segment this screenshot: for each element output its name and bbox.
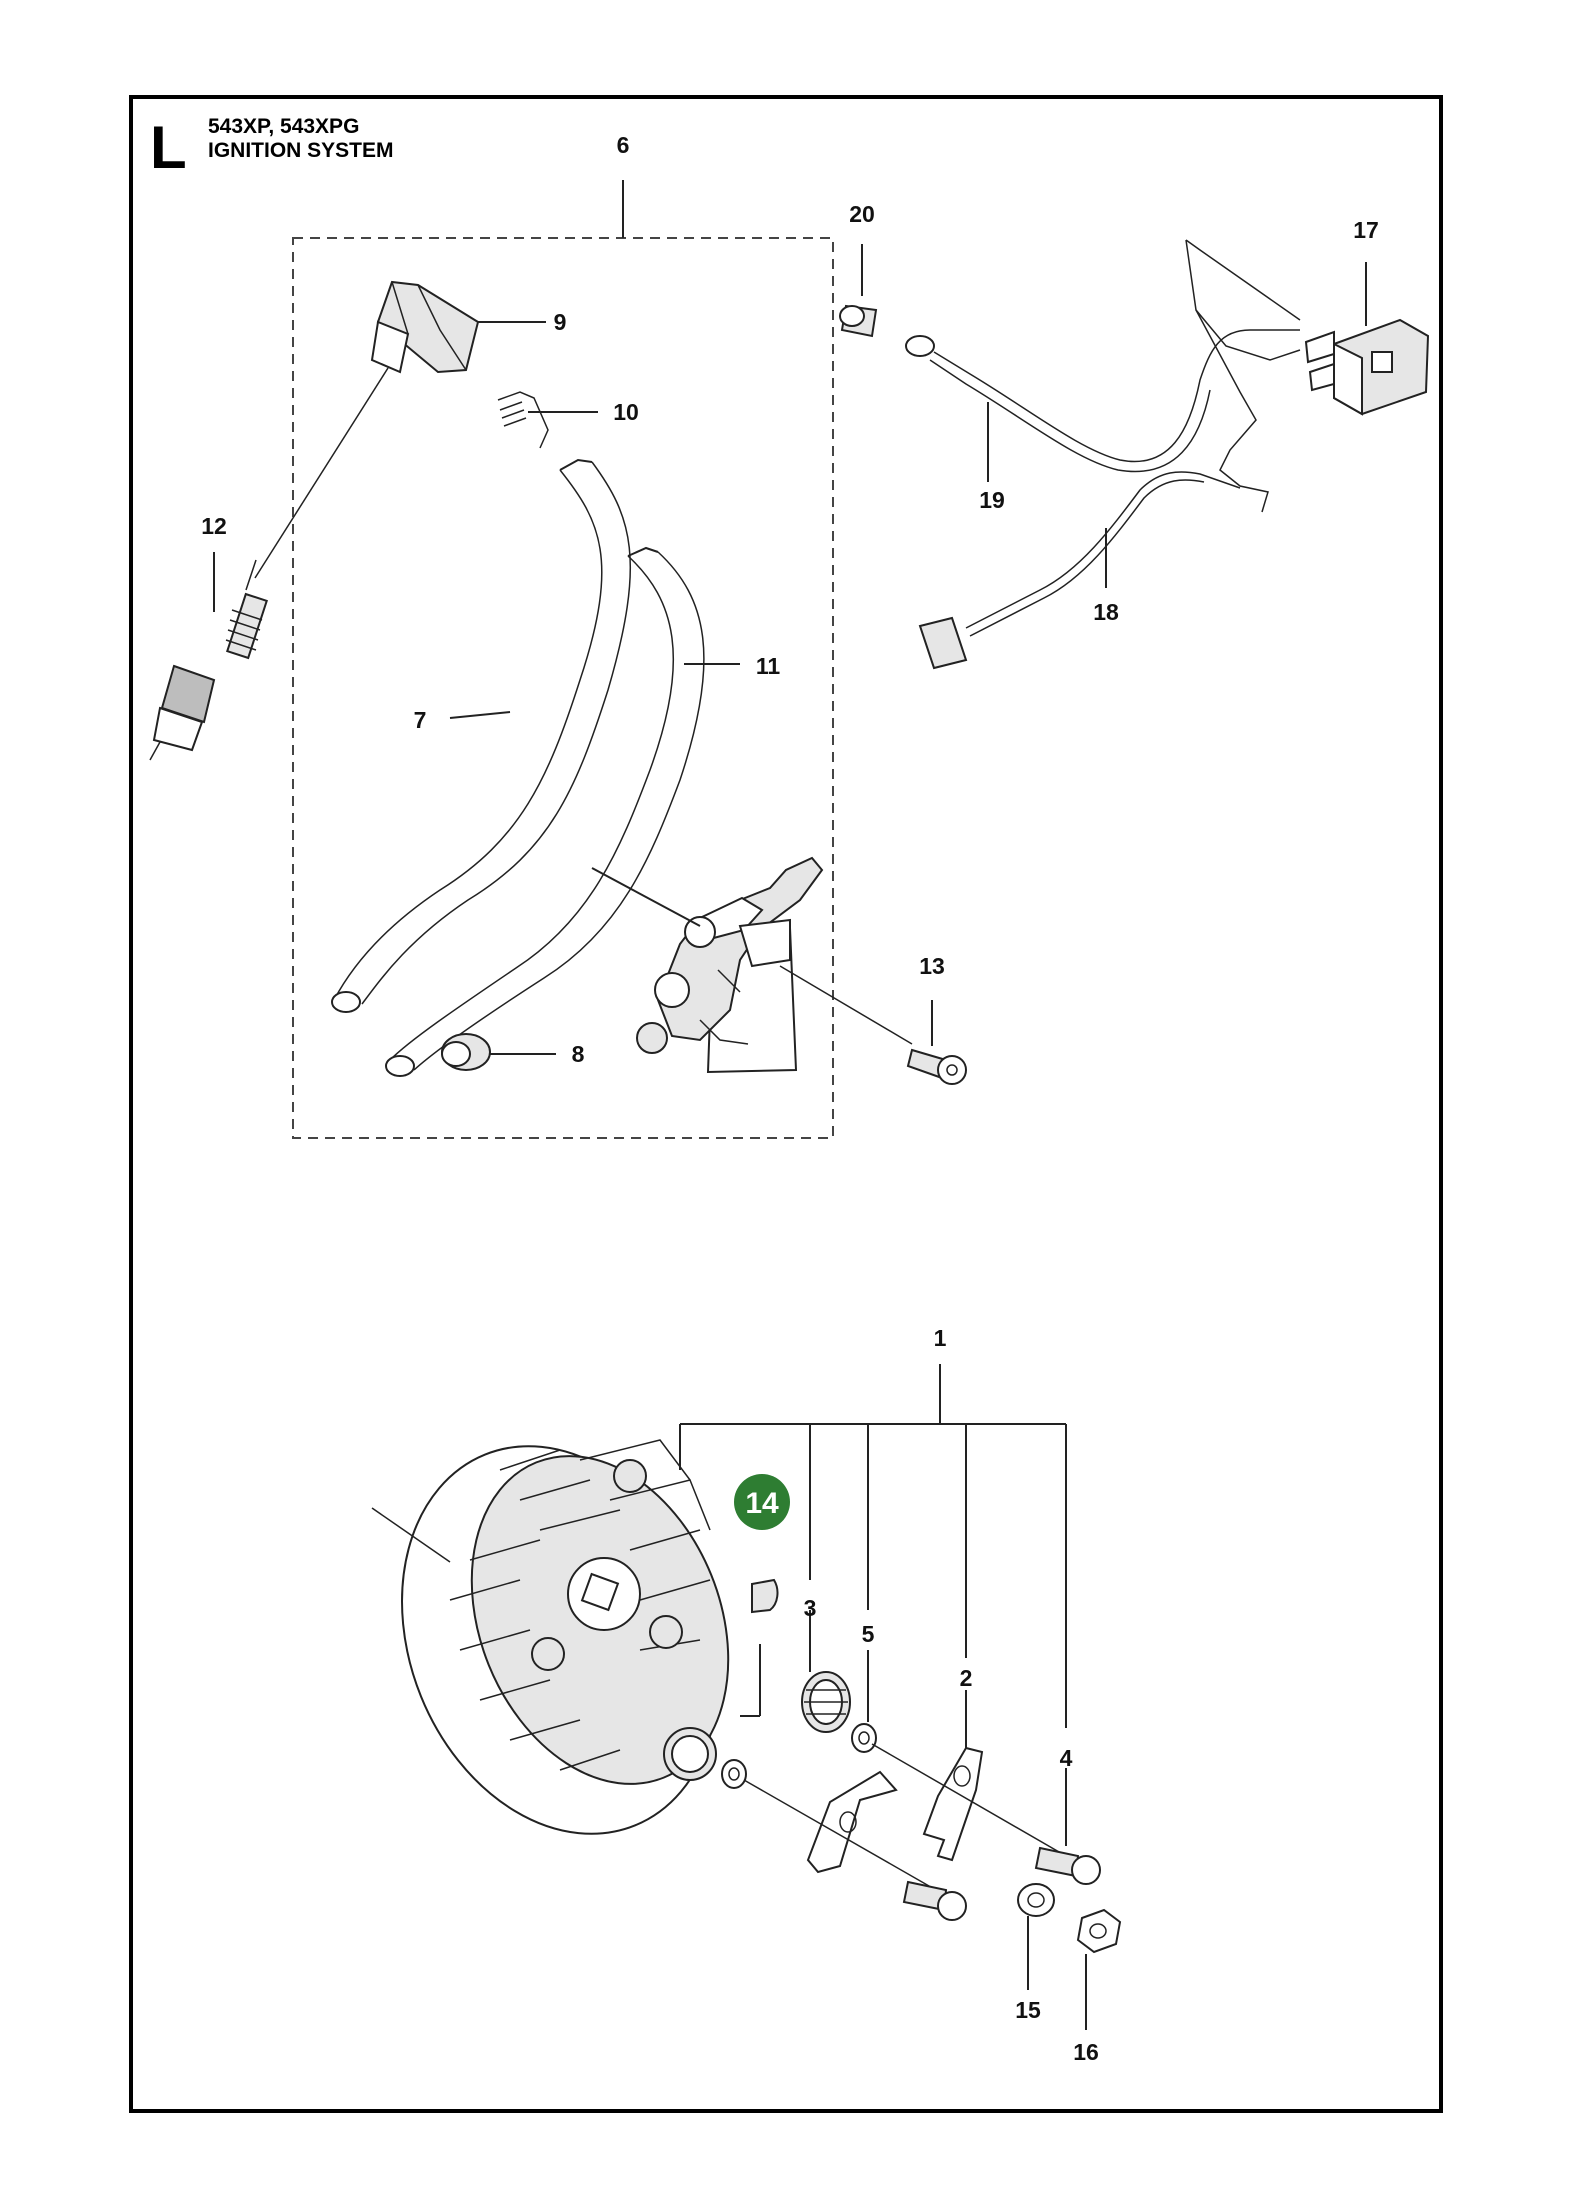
wire-connector[interactable]	[839, 304, 878, 338]
callout-3: 3	[804, 1595, 817, 1621]
ignition-cable-segment	[254, 367, 389, 579]
ignition-tube-7[interactable]	[331, 458, 631, 1013]
callout-12: 12	[201, 513, 227, 539]
leader-7	[449, 711, 511, 719]
callout-18: 18	[1093, 599, 1119, 625]
ignition-tube-11[interactable]	[385, 546, 705, 1077]
flywheel[interactable]	[346, 1398, 775, 1881]
wire-bracket	[1185, 239, 1301, 513]
woodruff-key[interactable]	[751, 1578, 779, 1614]
callout-16: 16	[1073, 2039, 1099, 2065]
callout-4: 4	[1060, 1745, 1073, 1771]
callout-9: 9	[554, 309, 567, 335]
washer-5[interactable]	[721, 1723, 877, 1789]
callout-1: 1	[934, 1325, 947, 1351]
spark-plug[interactable]	[149, 559, 268, 761]
callout-10: 10	[613, 399, 639, 425]
cable-18[interactable]	[918, 471, 1241, 670]
callout-14: 14	[745, 1487, 779, 1520]
group-box-6	[292, 237, 834, 1139]
callout-7: 7	[414, 707, 427, 733]
callout-14-badge	[734, 1474, 790, 1530]
spark-plug-boot[interactable]	[370, 280, 480, 374]
system-title: IGNITION SYSTEM	[208, 139, 394, 162]
callout-19: 19	[979, 487, 1005, 513]
nut-16[interactable]	[1076, 1908, 1122, 1954]
grommet[interactable]	[441, 1033, 491, 1071]
section-letter: L	[150, 114, 187, 181]
diagram-frame	[129, 95, 1443, 2113]
callout-13: 13	[919, 953, 945, 979]
screw-13[interactable]	[779, 965, 967, 1085]
ignition-spring-clip[interactable]	[497, 391, 549, 449]
pawl-2[interactable]	[806, 1746, 984, 1874]
stop-switch[interactable]	[1304, 318, 1430, 416]
callout-20: 20	[849, 201, 875, 227]
callout-17: 17	[1353, 217, 1379, 243]
screw-4[interactable]	[743, 1743, 1101, 1921]
washer-15[interactable]	[1017, 1883, 1055, 1917]
callout-5: 5	[862, 1621, 875, 1647]
callout-2: 2	[960, 1665, 973, 1691]
callout-15: 15	[1015, 1997, 1041, 2023]
leader-ignition-module	[591, 867, 701, 927]
spring-3b[interactable]	[663, 1727, 717, 1781]
callout-8: 8	[572, 1041, 585, 1067]
model-title: 543XP, 543XPG	[208, 115, 360, 138]
spring-3[interactable]	[801, 1671, 851, 1733]
callout-1-bracket	[679, 1364, 1067, 1728]
ignition-module[interactable]	[636, 856, 824, 1074]
callout-6: 6	[617, 132, 630, 158]
callout-11: 11	[756, 653, 781, 679]
